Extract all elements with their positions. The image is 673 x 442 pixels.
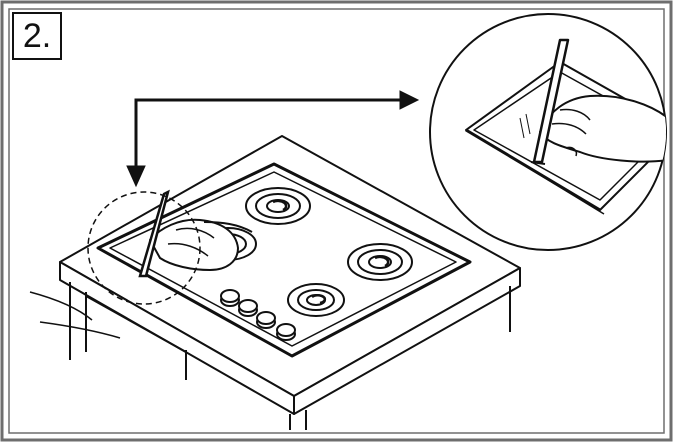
spatula-icon [138, 189, 170, 278]
elbow-arrow-icon [126, 90, 420, 188]
knob-icon [220, 289, 296, 341]
detail-circle-small [87, 191, 201, 305]
cooktop [96, 162, 472, 358]
detail-circle-large [429, 13, 667, 251]
step-number-label: 2. [12, 12, 62, 60]
motion-lines [29, 291, 121, 339]
inner-frame [8, 8, 665, 434]
